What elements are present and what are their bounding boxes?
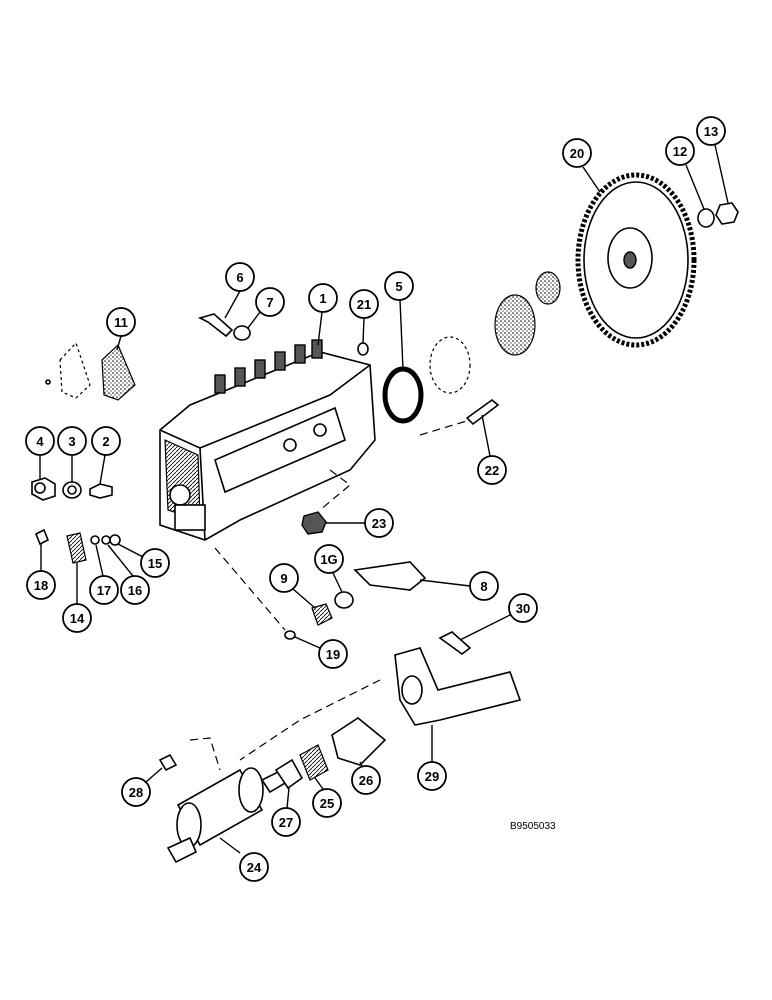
svg-text:24: 24	[247, 860, 262, 875]
callout-22: 22	[477, 414, 507, 485]
svg-text:30: 30	[516, 601, 530, 616]
bracket-29	[394, 647, 522, 726]
callout-30: 30	[459, 593, 538, 641]
callout-12: 12	[665, 136, 705, 210]
callout-20: 20	[562, 138, 601, 193]
svg-text:4: 4	[36, 434, 44, 449]
svg-text:20: 20	[570, 146, 584, 161]
callouts: 1 2 3 4 5 6 7 8 9 1G 11 12 13 14 15 16 1…	[25, 116, 729, 882]
bolt-6	[197, 313, 234, 338]
callout-14: 14	[62, 563, 92, 633]
callout-4: 4	[25, 426, 55, 480]
callout-6: 6	[224, 262, 255, 319]
svg-text:26: 26	[359, 773, 373, 788]
callout-5: 5	[384, 271, 414, 370]
callout-9: 9	[269, 563, 316, 609]
callout-21: 21	[349, 289, 379, 344]
clamp-27	[274, 758, 304, 790]
svg-text:14: 14	[70, 611, 85, 626]
stud-22	[465, 398, 500, 426]
svg-text:6: 6	[236, 270, 243, 285]
svg-text:9: 9	[280, 571, 287, 586]
callout-3: 3	[57, 426, 87, 482]
callout-24: 24	[219, 837, 269, 882]
washer-1g	[334, 591, 354, 609]
callout-26: 26	[351, 761, 381, 795]
spring-25	[299, 744, 329, 781]
svg-text:25: 25	[320, 796, 334, 811]
washer-7	[233, 325, 251, 341]
figure-reference: B9505033	[510, 821, 556, 832]
svg-text:19: 19	[326, 647, 340, 662]
o-ring-21	[357, 342, 369, 356]
svg-text:5: 5	[395, 279, 402, 294]
injection-pump	[159, 339, 376, 541]
svg-text:22: 22	[485, 463, 499, 478]
svg-text:2: 2	[102, 434, 109, 449]
svg-text:13: 13	[704, 124, 718, 139]
solenoid-24	[166, 767, 292, 864]
washer-12	[697, 208, 715, 228]
screw-18	[34, 528, 50, 546]
svg-text:1G: 1G	[320, 552, 337, 567]
callout-2: 2	[91, 426, 121, 485]
fitting-2	[89, 483, 113, 499]
screw-28	[158, 753, 178, 772]
svg-text:3: 3	[68, 434, 75, 449]
bolt-30	[438, 631, 472, 655]
callout-7: 7	[247, 287, 285, 329]
boot-26	[331, 717, 387, 766]
svg-text:17: 17	[97, 583, 111, 598]
callout-1: 1	[308, 283, 338, 346]
callout-27: 27	[271, 787, 301, 837]
plug-23	[301, 511, 327, 535]
callout-18: 18	[26, 544, 56, 600]
callout-16: 16	[107, 544, 150, 605]
washer-17	[90, 535, 100, 545]
callout-1g: 1G	[314, 544, 344, 593]
nut-13	[715, 202, 739, 225]
callout-13: 13	[696, 116, 729, 204]
svg-text:7: 7	[266, 295, 273, 310]
callout-29: 29	[417, 725, 447, 791]
bracket-8	[353, 561, 427, 591]
o-ring-5	[382, 366, 424, 424]
svg-text:12: 12	[673, 144, 687, 159]
gear-20	[575, 172, 697, 348]
callout-19: 19	[294, 636, 348, 669]
gasket-11	[101, 343, 136, 401]
svg-text:28: 28	[129, 785, 143, 800]
svg-text:18: 18	[34, 578, 48, 593]
washer-16	[101, 535, 111, 545]
svg-text:15: 15	[148, 556, 162, 571]
svg-text:11: 11	[114, 315, 128, 330]
plate-14	[66, 532, 87, 564]
callout-25: 25	[312, 777, 342, 818]
callout-23: 23	[326, 508, 394, 538]
svg-text:1: 1	[319, 291, 326, 306]
callout-15: 15	[117, 543, 170, 578]
svg-text:23: 23	[372, 516, 386, 531]
svg-text:27: 27	[279, 815, 293, 830]
callout-28: 28	[121, 767, 163, 807]
svg-text:21: 21	[357, 297, 371, 312]
callout-17: 17	[89, 544, 119, 605]
callout-11: 11	[106, 307, 136, 351]
pump-delivery-valves	[214, 339, 323, 394]
svg-text:16: 16	[128, 583, 142, 598]
part-9	[311, 603, 333, 626]
callout-8: 8	[419, 571, 499, 601]
svg-text:8: 8	[480, 579, 487, 594]
washer-19	[284, 630, 296, 640]
svg-text:29: 29	[425, 769, 439, 784]
